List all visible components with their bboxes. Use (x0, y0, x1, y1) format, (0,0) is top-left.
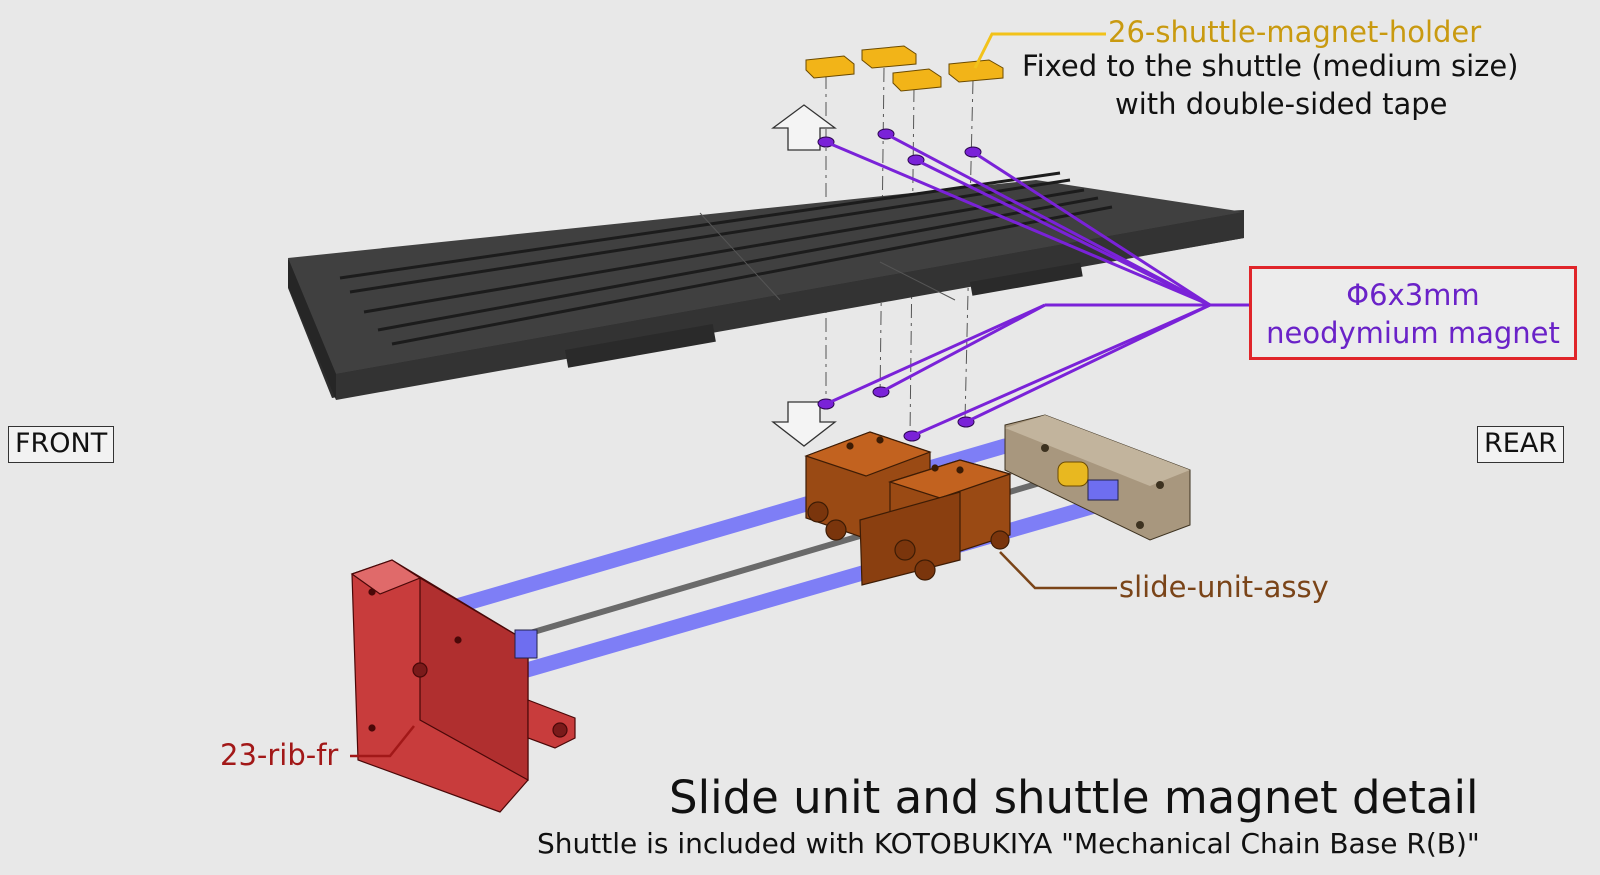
rod-clamp-front (514, 629, 538, 659)
label-holder-note-line2: with double-sided tape (1115, 87, 1448, 121)
label-slide-unit-assy: slide-unit-assy (1119, 570, 1329, 604)
pulley (1057, 461, 1089, 487)
rod-clamp-rear (1087, 479, 1119, 501)
magnet-leader-lines (825, 132, 1249, 438)
shuttle-board (288, 171, 1244, 400)
holder-leader-line (973, 32, 1106, 69)
label-magnet-size: Φ6x3mm (1346, 278, 1480, 312)
rear-bracket (1004, 414, 1191, 541)
page-subtitle: Shuttle is included with KOTOBUKIYA "Mec… (537, 827, 1480, 860)
tag-rear: REAR (1477, 426, 1565, 463)
label-shuttle-magnet-holder: 26-shuttle-magnet-holder (1108, 15, 1482, 49)
label-holder-note-line1: Fixed to the shuttle (medium size) (1022, 49, 1519, 83)
label-rib-fr: 23-rib-fr (220, 738, 339, 772)
slide-unit-leader-line (999, 551, 1117, 590)
slide-unit (804, 431, 1013, 586)
label-magnet-type: neodymium magnet (1266, 316, 1560, 350)
magnet-callout-box: Φ6x3mm neodymium magnet (1249, 266, 1577, 360)
shuttle-magnet-holders (805, 45, 1004, 92)
page-title: Slide unit and shuttle magnet detail (669, 771, 1479, 824)
rib-leader-line (350, 725, 415, 758)
tag-front: FRONT (8, 426, 115, 463)
